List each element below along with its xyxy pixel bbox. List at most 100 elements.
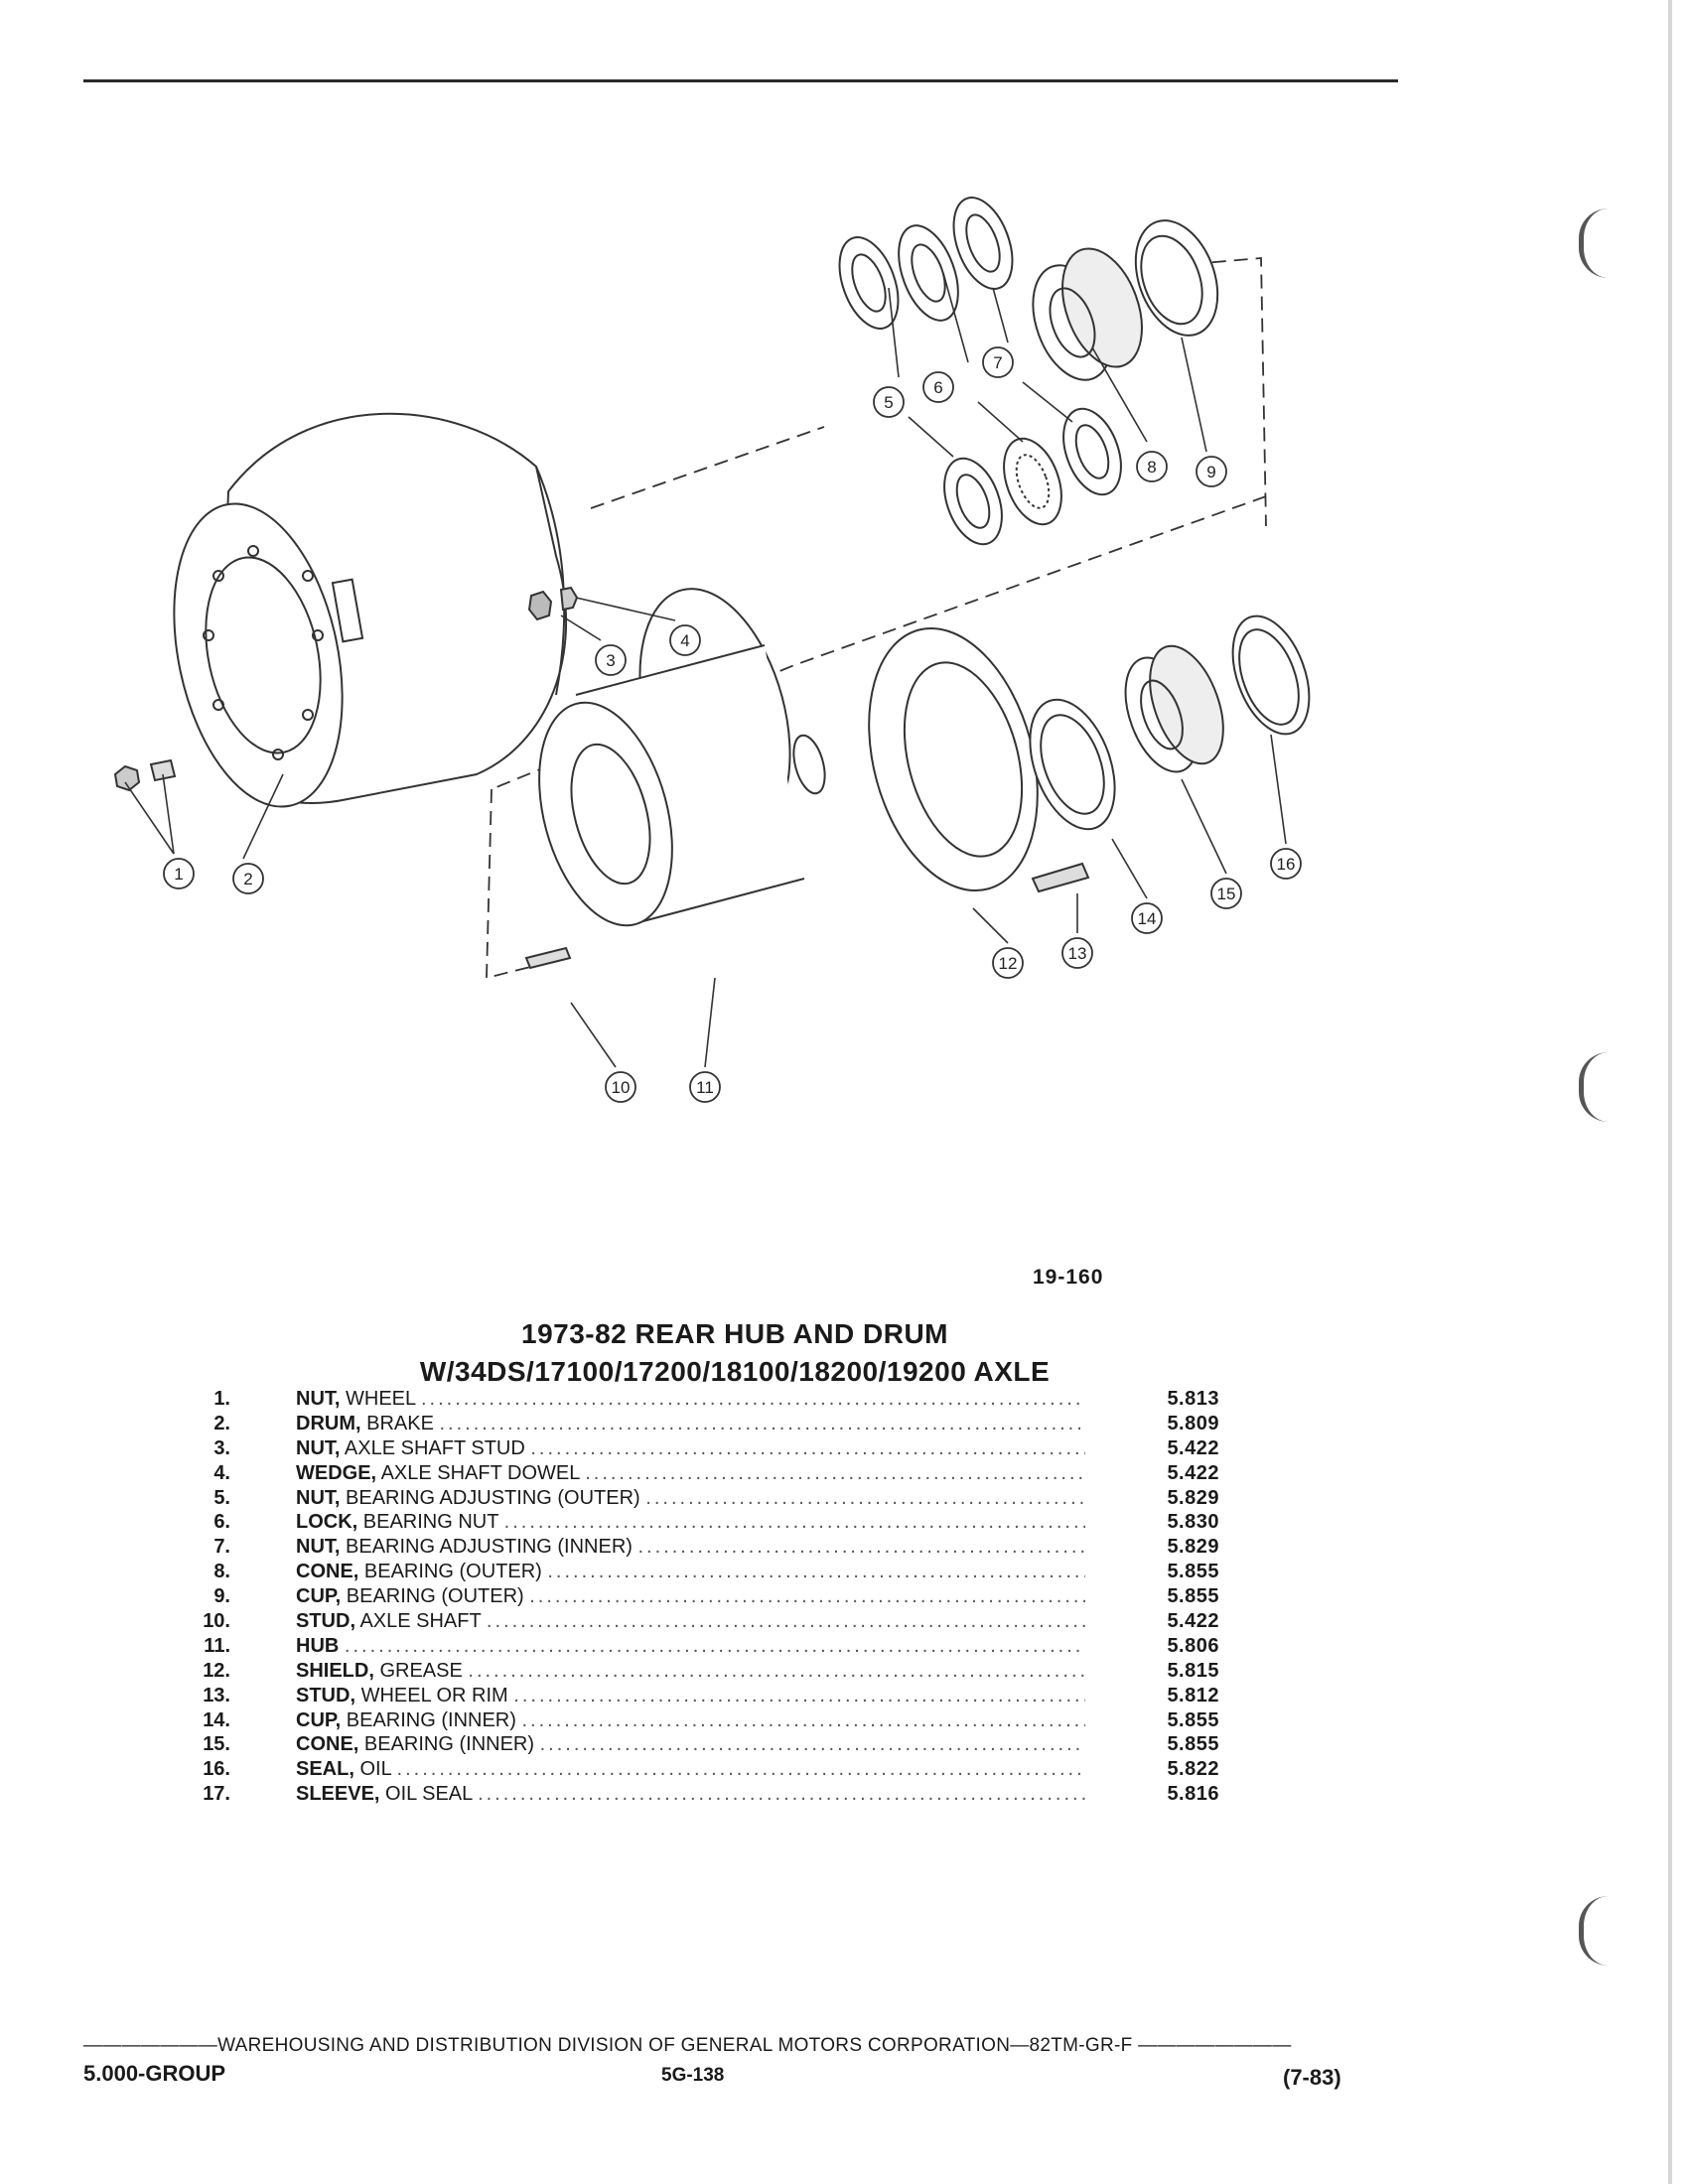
part-ref: 5.422 — [1167, 1610, 1219, 1633]
callout-1: 1 — [174, 865, 183, 884]
part-name: NUT, — [296, 1486, 341, 1509]
callout-13: 13 — [1068, 944, 1087, 963]
parts-row: 9. CUP, BEARING (OUTER) .................… — [179, 1585, 1231, 1610]
part-ref: 5.816 — [1167, 1783, 1219, 1806]
upper-nuts — [838, 197, 1014, 330]
footer-publisher-line: ———————WAREHOUSING AND DISTRIBUTION DIVI… — [83, 2035, 1292, 2056]
part-number: 7. — [213, 1536, 230, 1559]
part-detail: AXLE SHAFT DOWEL — [380, 1461, 580, 1484]
part-number: 14. — [203, 1708, 230, 1731]
part-ref: 5.812 — [1167, 1684, 1219, 1706]
part-name: SHIELD, — [296, 1659, 374, 1682]
part-ref: 5.829 — [1167, 1536, 1219, 1559]
part-description: WEDGE, AXLE SHAFT DOWEL ................… — [296, 1461, 1085, 1484]
part-description: NUT, AXLE SHAFT STUD ...................… — [296, 1436, 1085, 1459]
part-number: 3. — [213, 1436, 230, 1459]
part-detail: BEARING NUT — [362, 1511, 499, 1534]
part-detail: OIL SEAL — [385, 1783, 473, 1806]
part-number: 17. — [203, 1783, 230, 1806]
part-name: CUP, — [296, 1585, 342, 1608]
callout-7: 7 — [993, 353, 1002, 372]
part-description: DRUM, BRAKE ............................… — [296, 1412, 1085, 1434]
part-number: 2. — [213, 1412, 230, 1434]
part-name: CONE, — [296, 1733, 359, 1756]
part-name: SLEEVE, — [296, 1783, 380, 1806]
part-ref: 5.855 — [1167, 1733, 1219, 1756]
callout-15: 15 — [1217, 885, 1236, 903]
axle-stud — [524, 946, 572, 970]
callout-14: 14 — [1138, 909, 1157, 928]
part-number: 6. — [213, 1511, 230, 1534]
part-ref: 5.855 — [1167, 1561, 1219, 1583]
part-number: 16. — [203, 1758, 230, 1781]
title-line-1: 1973-82 REAR HUB AND DRUM — [521, 1318, 948, 1349]
part-ref: 5.855 — [1167, 1585, 1219, 1608]
parts-list: 1. NUT, WHEEL ...........................… — [179, 1388, 1231, 1808]
footer-date: (7-83) — [1283, 2065, 1341, 2090]
parts-row: 10.STUD, AXLE SHAFT ....................… — [179, 1610, 1231, 1635]
part-number: 8. — [213, 1561, 230, 1583]
part-number: 5. — [213, 1486, 230, 1509]
inner-bearing — [1029, 614, 1311, 831]
callout-4: 4 — [680, 631, 689, 650]
part-detail: AXLE SHAFT STUD — [344, 1436, 525, 1459]
part-ref: 5.855 — [1167, 1708, 1219, 1731]
parts-row: 15.CONE, BEARING (INNER) ...............… — [179, 1733, 1231, 1758]
callout-10: 10 — [612, 1078, 631, 1097]
part-ref: 5.422 — [1167, 1461, 1219, 1484]
parts-row: 16. SEAL, OIL ...........................… — [179, 1758, 1231, 1783]
part-number: 4. — [213, 1461, 230, 1484]
part-name: STUD, — [296, 1610, 355, 1633]
callout-5: 5 — [884, 393, 893, 412]
binder-hole-top — [1579, 208, 1614, 278]
part-detail: OIL — [359, 1758, 391, 1781]
part-detail: BEARING (OUTER) — [346, 1585, 524, 1608]
part-detail: BEARING (INNER) — [346, 1708, 516, 1731]
callout-8: 8 — [1147, 458, 1156, 477]
part-ref: 5.829 — [1167, 1486, 1219, 1509]
part-detail: GREASE — [379, 1659, 463, 1682]
part-description: SEAL, OIL ..............................… — [296, 1758, 1085, 1781]
part-number: 9. — [213, 1585, 230, 1608]
part-ref: 5.830 — [1167, 1511, 1219, 1534]
part-ref: 5.813 — [1167, 1388, 1219, 1410]
part-description: STUD, WHEEL OR RIM .....................… — [296, 1684, 1085, 1706]
part-description: NUT, BEARING ADJUSTING (INNER) .........… — [296, 1536, 1085, 1559]
part-name: LOCK, — [296, 1511, 358, 1534]
axle-stud-nut — [527, 586, 579, 621]
part-name: STUD, — [296, 1684, 355, 1706]
figure-code: 19-160 — [1033, 1266, 1104, 1289]
parts-row: 14.CUP, BEARING (INNER) ................… — [179, 1709, 1231, 1734]
part-ref: 5.822 — [1167, 1758, 1219, 1781]
binder-hole-bottom — [1579, 1896, 1614, 1966]
wheel-nut — [113, 758, 177, 792]
assembly-guide-lines — [486, 257, 1267, 980]
part-description: CUP, BEARING (OUTER) ...................… — [296, 1585, 1085, 1608]
part-number: 12. — [203, 1659, 230, 1682]
leader-lines — [124, 272, 1287, 1068]
part-description: HUB ....................................… — [296, 1634, 1085, 1657]
part-description: CONE, BEARING (INNER) ..................… — [296, 1733, 1085, 1756]
part-description: NUT, BEARING ADJUSTING (OUTER) .........… — [296, 1486, 1085, 1509]
part-detail: AXLE SHAFT — [359, 1610, 482, 1633]
title-line-2: W/34DS/17100/17200/18100/18200/19200 AXL… — [419, 1356, 1051, 1387]
outer-bearing — [1032, 219, 1219, 381]
part-detail: BEARING (OUTER) — [363, 1561, 542, 1583]
part-number: 10. — [203, 1610, 230, 1633]
footer-group: 5.000-GROUP — [83, 2061, 226, 2086]
part-detail: BRAKE — [366, 1412, 434, 1434]
parts-row: 5. NUT, BEARING ADJUSTING (OUTER) .......… — [179, 1487, 1231, 1512]
part-detail: BEARING ADJUSTING (OUTER) — [346, 1486, 640, 1509]
page-title: 1973-82 REAR HUB AND DRUM W/34DS/17100/1… — [288, 1315, 1182, 1391]
part-name: CUP, — [296, 1708, 342, 1731]
part-name: NUT, — [296, 1536, 341, 1559]
part-ref: 5.422 — [1167, 1436, 1219, 1459]
part-description: SLEEVE, OIL SEAL .......................… — [296, 1783, 1085, 1806]
part-description: NUT, WHEEL .............................… — [296, 1388, 1085, 1410]
part-detail: BEARING ADJUSTING (INNER) — [346, 1536, 633, 1559]
part-number: 11. — [204, 1634, 230, 1657]
part-number: 1. — [213, 1388, 230, 1410]
part-name: DRUM, — [296, 1412, 361, 1434]
part-number: 13. — [203, 1684, 230, 1706]
part-name: WEDGE, — [296, 1461, 377, 1484]
